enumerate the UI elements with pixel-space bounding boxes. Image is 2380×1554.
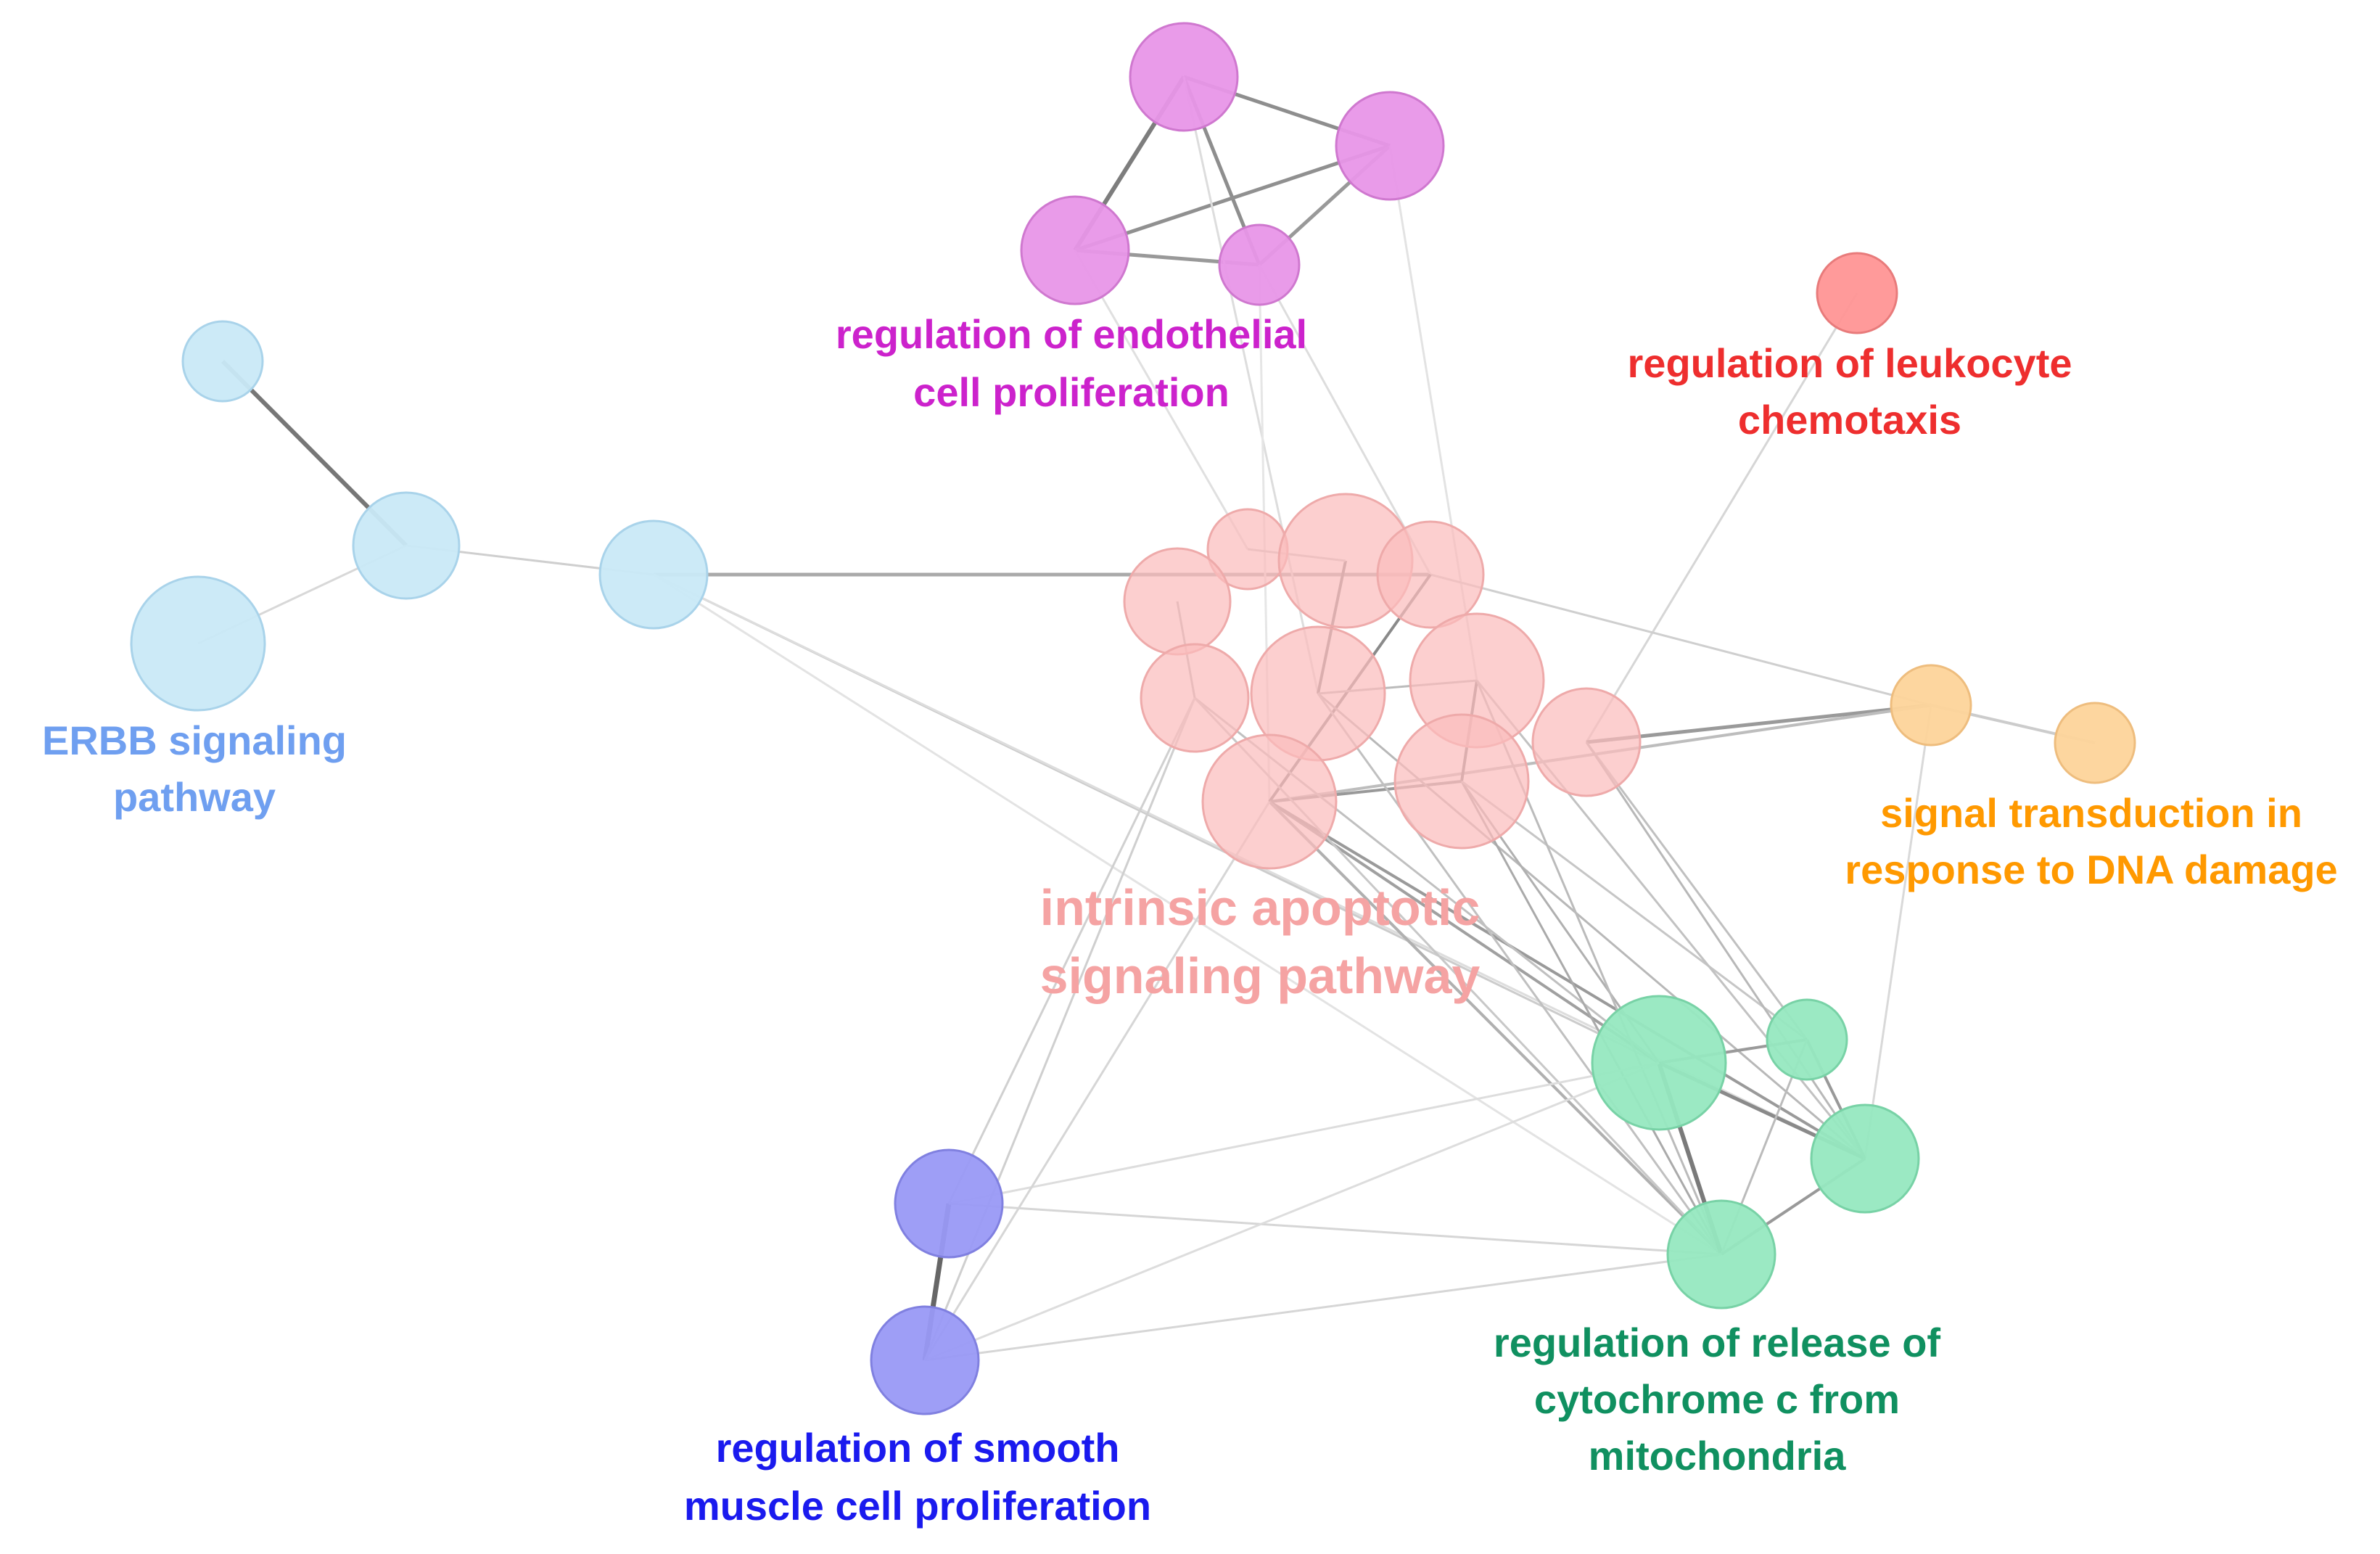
edge-l1-a8 bbox=[1585, 292, 1858, 743]
cluster-label-apoptotic: intrinsic apoptotic signaling pathway bbox=[1040, 879, 1481, 1004]
cluster-label-line: signaling pathway bbox=[1040, 947, 1481, 1004]
node-smooth-s1[interactable] bbox=[894, 1148, 1004, 1259]
node-cytochrome-g3[interactable] bbox=[1810, 1103, 1920, 1214]
node-erbb-e2[interactable] bbox=[352, 491, 461, 600]
node-smooth-s2[interactable] bbox=[870, 1305, 980, 1415]
cluster-label-smooth: regulation of smooth muscle cell prolifer… bbox=[684, 1425, 1151, 1529]
cluster-label-line: muscle cell proliferation bbox=[684, 1483, 1151, 1529]
edge-e4-g4 bbox=[653, 573, 1722, 1256]
node-erbb-e4[interactable] bbox=[598, 519, 709, 630]
cluster-label-line: intrinsic apoptotic bbox=[1040, 879, 1481, 936]
cluster-label-leukocyte: regulation of leukocyte chemotaxis bbox=[1628, 340, 2072, 443]
node-apoptotic-a4[interactable] bbox=[1123, 547, 1232, 656]
cluster-label-line: regulation of endothelial bbox=[836, 311, 1307, 357]
node-apoptotic-a10[interactable] bbox=[1201, 733, 1338, 870]
cluster-label-line: response to DNA damage bbox=[1845, 847, 2337, 892]
node-apoptotic-a9[interactable] bbox=[1393, 713, 1530, 850]
edge-a10-g4 bbox=[1268, 800, 1723, 1256]
edge-a10-g3 bbox=[1268, 800, 1866, 1160]
edge-d1-g3 bbox=[1864, 704, 1932, 1159]
cluster-label-line: mitochondria bbox=[1589, 1433, 1847, 1479]
cluster-label-endothelial: regulation of endothelial cell proliferat… bbox=[836, 311, 1307, 415]
cluster-label-line: cytochrome c from bbox=[1534, 1376, 1900, 1422]
cluster-label-line: regulation of leukocyte bbox=[1628, 340, 2072, 386]
edge-s2-g4 bbox=[924, 1253, 1722, 1362]
node-erbb-e3[interactable] bbox=[130, 575, 266, 712]
cluster-label-dna: signal transduction in response to DNA da… bbox=[1845, 790, 2337, 892]
cluster-label-line: pathway bbox=[113, 774, 276, 820]
cluster-label-line: cell proliferation bbox=[913, 369, 1230, 415]
node-endothelial-p1[interactable] bbox=[1129, 22, 1239, 132]
cluster-label-line: regulation of smooth bbox=[716, 1425, 1120, 1471]
edge-s2-a7 bbox=[923, 697, 1196, 1361]
edge-a9-g2 bbox=[1461, 780, 1808, 1041]
node-endothelial-p4[interactable] bbox=[1218, 223, 1301, 306]
node-dna-d2[interactable] bbox=[2054, 702, 2136, 784]
node-endothelial-p2[interactable] bbox=[1335, 91, 1445, 201]
edge-s1-a7 bbox=[947, 697, 1196, 1204]
cluster-label-line: chemotaxis bbox=[1738, 397, 1961, 443]
node-cytochrome-g1[interactable] bbox=[1591, 995, 1727, 1131]
edge-p3-a1 bbox=[1074, 250, 1249, 550]
edge-s2-a10 bbox=[923, 801, 1271, 1361]
edge-d1-a8 bbox=[1586, 703, 1932, 744]
node-layer bbox=[130, 22, 2136, 1415]
edge-p4-a3 bbox=[1258, 264, 1432, 575]
label-layer: ERBB signaling pathway regulation of endot… bbox=[42, 311, 2338, 1529]
node-cytochrome-g2[interactable] bbox=[1766, 998, 1848, 1081]
edge-a8-g2 bbox=[1585, 741, 1808, 1040]
node-cytochrome-g4[interactable] bbox=[1666, 1199, 1776, 1310]
node-apoptotic-a8[interactable] bbox=[1531, 687, 1642, 797]
edge-d1-a3 bbox=[1430, 573, 1932, 707]
edge-s1-g4 bbox=[948, 1202, 1722, 1256]
node-dna-d1[interactable] bbox=[1890, 664, 1972, 747]
edge-s1-g1 bbox=[948, 1061, 1660, 1205]
cluster-label-line: regulation of release of bbox=[1494, 1320, 1940, 1365]
cluster-label-cytochrome: regulation of release of cytochrome c fro… bbox=[1494, 1320, 1940, 1479]
node-apoptotic-a7[interactable] bbox=[1140, 643, 1250, 753]
node-erbb-e1[interactable] bbox=[181, 320, 264, 403]
node-apoptotic-a3[interactable] bbox=[1376, 520, 1485, 629]
cluster-label-line: ERBB signaling bbox=[42, 718, 347, 763]
edge-a5-g4 bbox=[1317, 693, 1723, 1255]
node-endothelial-p3[interactable] bbox=[1020, 195, 1130, 305]
edge-p3-p2 bbox=[1074, 144, 1391, 252]
edge-a9-g4 bbox=[1460, 781, 1723, 1255]
edge-s2-g1 bbox=[924, 1061, 1660, 1362]
edge-a8-g3 bbox=[1585, 741, 1866, 1159]
cluster-label-line: signal transduction in bbox=[1880, 790, 2302, 836]
node-leukocyte-l1[interactable] bbox=[1816, 252, 1898, 334]
cluster-label-erbb: ERBB signaling pathway bbox=[42, 718, 347, 820]
